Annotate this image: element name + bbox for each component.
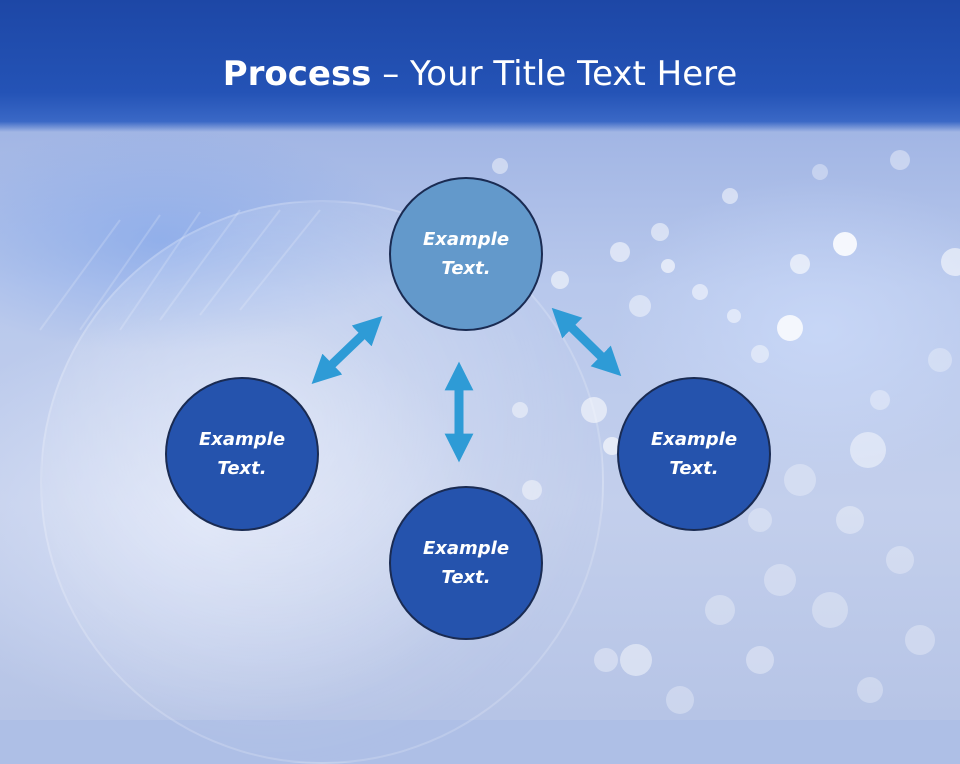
bokeh-lights — [39, 150, 960, 714]
double-arrow-icon — [311, 316, 383, 384]
process-node-bottom: Example Text. — [389, 486, 543, 640]
process-node-top: Example Text. — [389, 177, 543, 331]
node-right-line2: Text. — [669, 458, 719, 479]
title-bold-part: Process — [222, 54, 372, 94]
double-arrow-icon — [551, 307, 622, 377]
process-node-left: Example Text. — [165, 377, 319, 531]
node-bottom-line1: Example — [422, 538, 510, 559]
node-left-line1: Example — [198, 429, 286, 450]
node-top-line1: Example — [422, 229, 510, 250]
process-node-right: Example Text. — [617, 377, 771, 531]
title-rest-part: – Your Title Text Here — [371, 54, 738, 94]
slide-title: Process – Your Title Text Here — [0, 52, 960, 96]
process-arrows — [311, 307, 622, 463]
node-bottom-line2: Text. — [441, 567, 491, 588]
node-top-line2: Text. — [441, 258, 491, 279]
title-bar — [0, 0, 960, 132]
node-right-line1: Example — [650, 429, 738, 450]
node-left-line2: Text. — [217, 458, 267, 479]
